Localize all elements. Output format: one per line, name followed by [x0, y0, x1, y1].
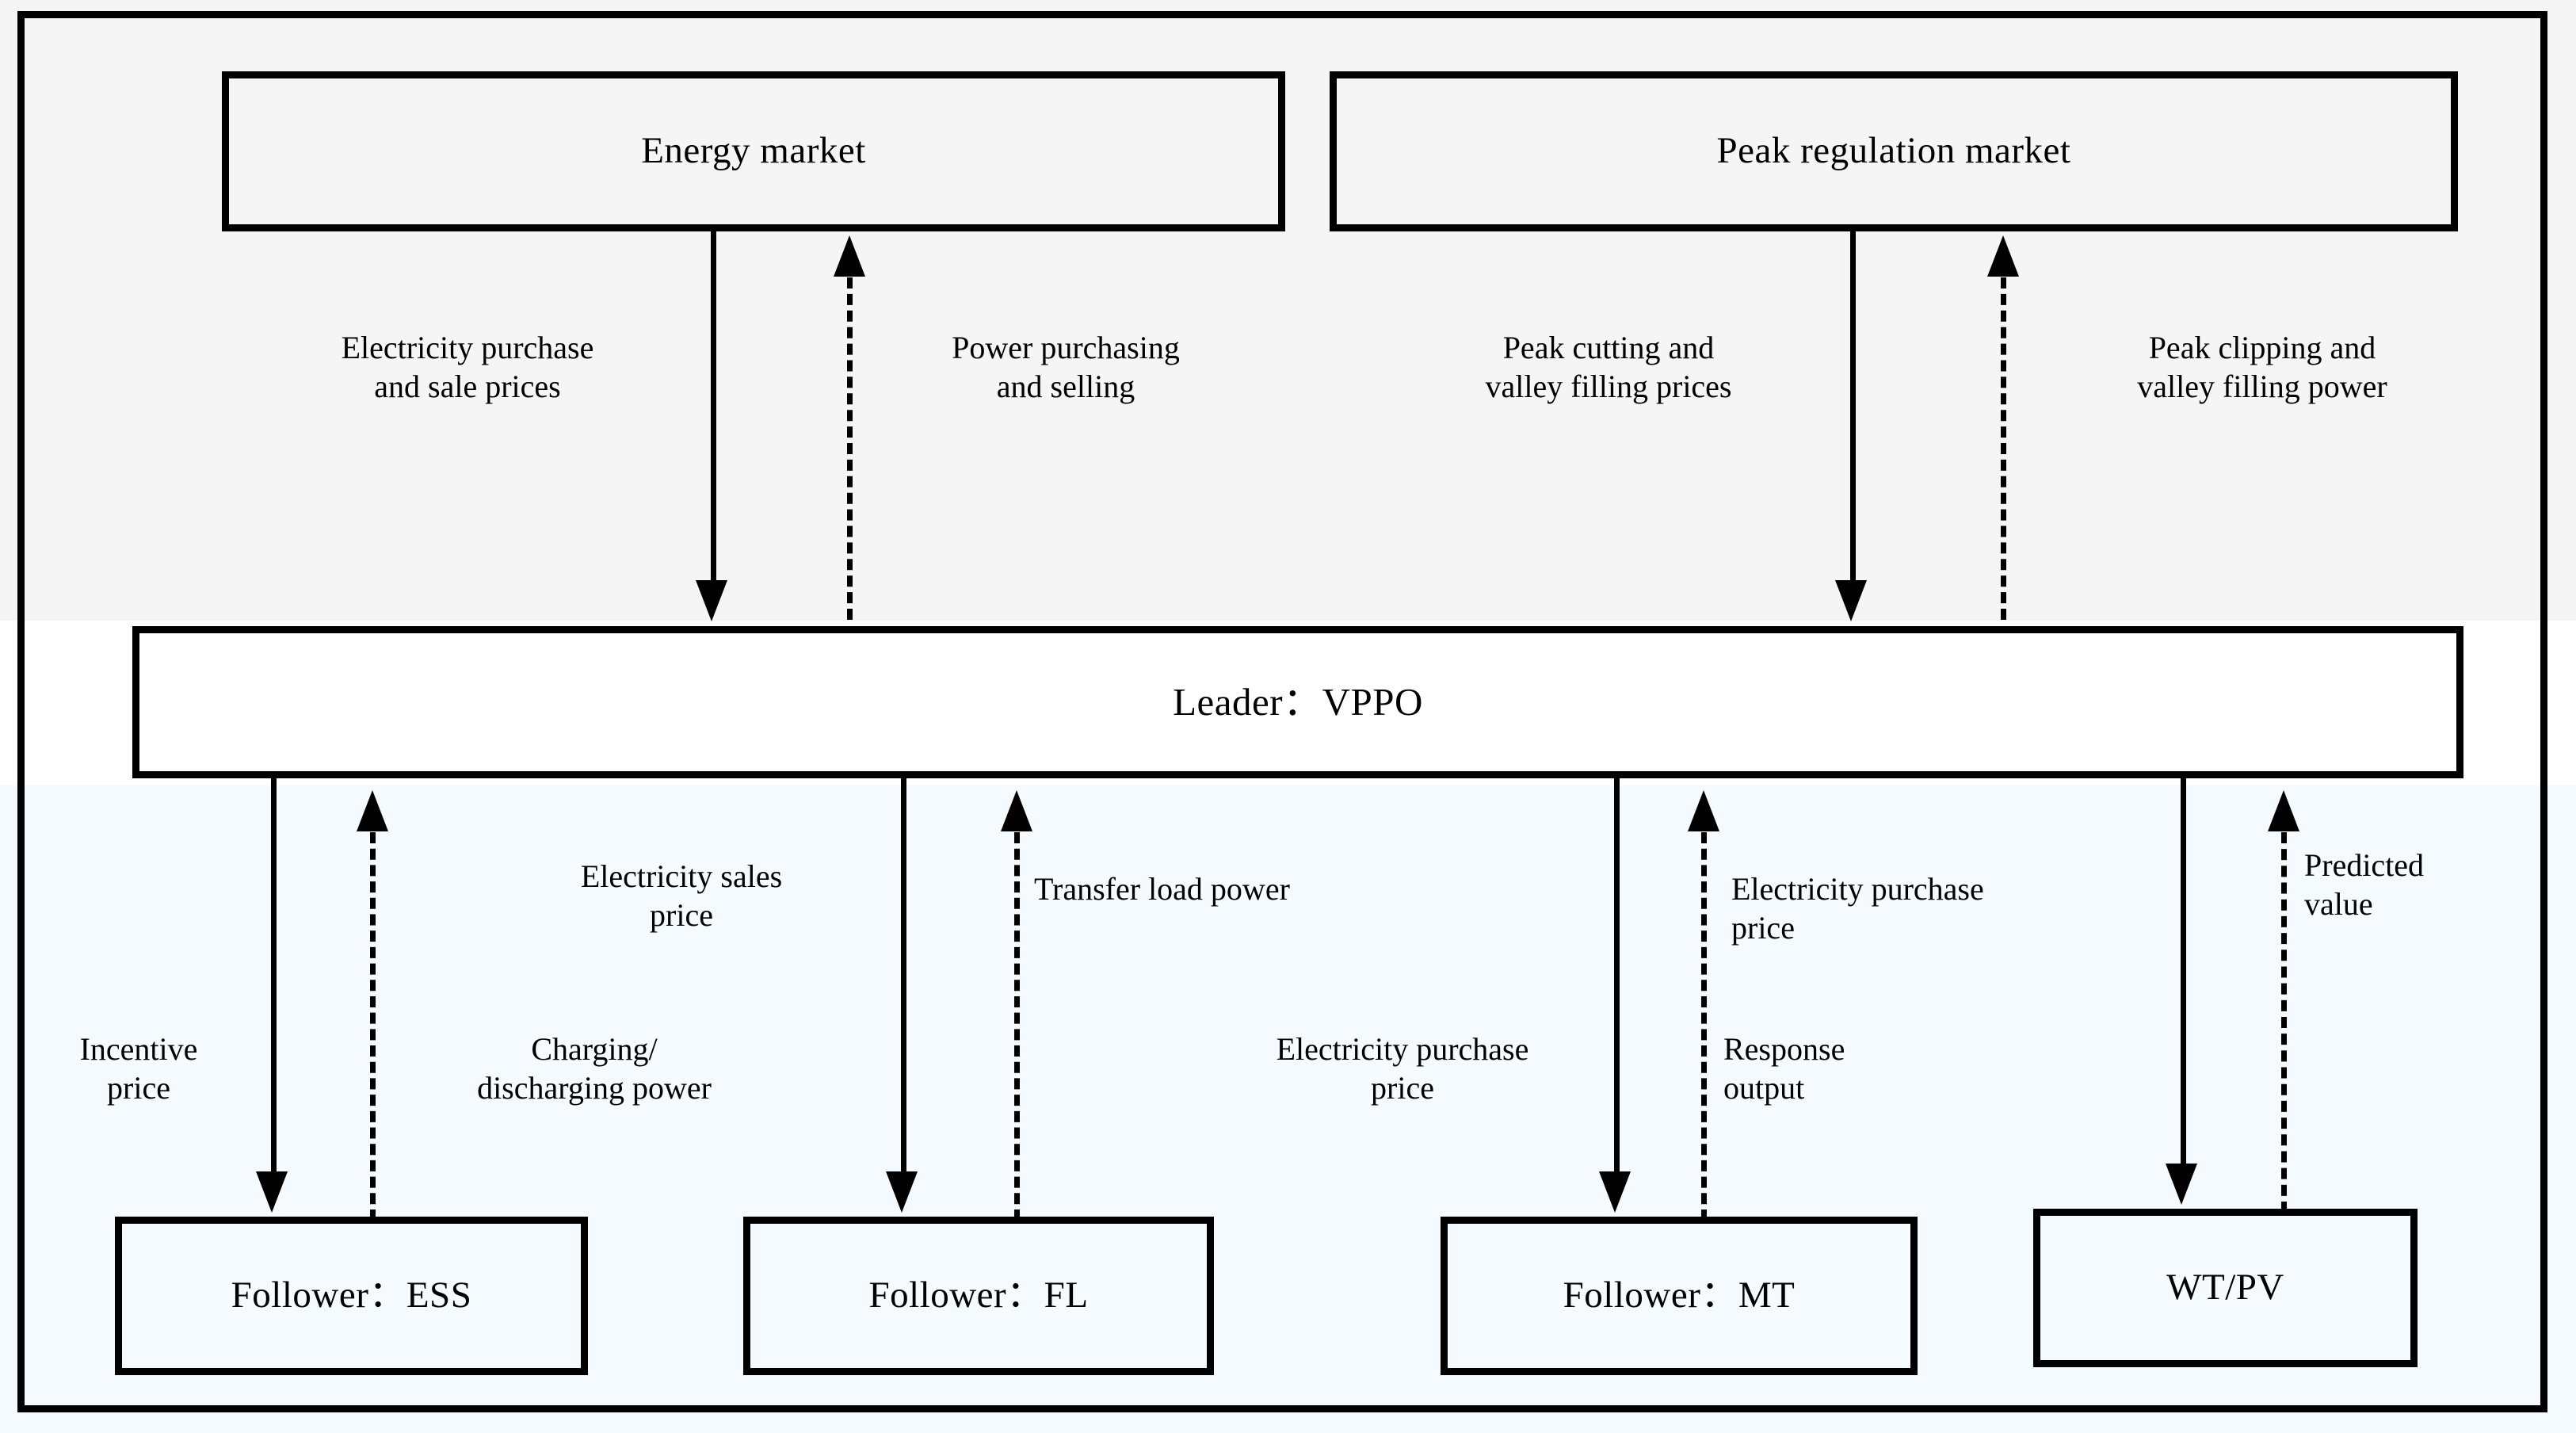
- edge-line-predicted-value: [2281, 832, 2287, 1213]
- edge-line-power-purchasing: [847, 277, 853, 620]
- node-leader-vppo[interactable]: Leader：VPPO: [132, 626, 2463, 778]
- edge-label-electricity-sales-price: Electricity sales price: [580, 858, 783, 933]
- arrowhead-down-incentive-price: [256, 1171, 288, 1213]
- edge-label-electricity-purchase-price-mt: Electricity purchase price: [1731, 871, 1984, 946]
- edge-line-electricity-sales-price: [901, 778, 906, 1184]
- node-peak-regulation-market-label: Peak regulation market: [1716, 130, 2071, 172]
- follower-layer-background: [0, 785, 2576, 1433]
- node-peak-regulation-market[interactable]: Peak regulation market: [1330, 71, 2458, 231]
- arrowhead-down-electricity-purchase-price-mt: [1599, 1171, 1631, 1213]
- edge-label-peak-clipping-valley-filling-power: Peak clipping and valley filling power: [2137, 330, 2387, 404]
- node-energy-market-label: Energy market: [641, 130, 866, 172]
- node-leader-vppo-label: Leader：VPPO: [1173, 680, 1423, 724]
- arrowhead-down-electricity-prices: [696, 580, 727, 621]
- edge-line-transfer-load-power: [1014, 832, 1020, 1221]
- arrowhead-up-charging-discharging-power: [357, 790, 388, 831]
- node-follower-ess-label: Follower：ESS: [231, 1274, 472, 1316]
- market-layer-background: [0, 0, 2576, 621]
- edge-label-electricity-purchase-sale-prices: Electricity purchase and sale prices: [341, 330, 594, 404]
- edge-line-electricity-purchase-price-wtpv: [2181, 778, 2186, 1176]
- edge-line-electricity-prices: [711, 231, 716, 592]
- arrowhead-up-predicted-value: [2268, 790, 2299, 831]
- node-follower-mt[interactable]: Follower：MT: [1441, 1217, 1918, 1375]
- node-energy-market[interactable]: Energy market: [222, 71, 1285, 231]
- node-wt-pv[interactable]: WT/PV: [2033, 1209, 2418, 1367]
- arrowhead-down-electricity-purchase-price-wtpv: [2166, 1164, 2197, 1205]
- edge-line-peak-cutting-prices: [1850, 231, 1856, 592]
- edge-line-response-output: [1701, 832, 1707, 1221]
- edge-label-response-output: Response output: [1723, 1031, 1845, 1106]
- edge-label-predicted-value: Predicted value: [2304, 847, 2425, 922]
- edge-label-charging-discharging-power: Charging/ discharging power: [477, 1031, 712, 1106]
- edge-label-peak-cutting-valley-filling-prices: Peak cutting and valley filling prices: [1485, 330, 1732, 404]
- diagram-outer-border: [17, 11, 2547, 1412]
- edge-line-charging-discharging-power: [370, 832, 376, 1221]
- node-follower-fl-label: Follower：FL: [868, 1274, 1089, 1316]
- arrowhead-up-response-output: [1688, 790, 1719, 831]
- edge-label-power-purchasing-selling: Power purchasing and selling: [952, 330, 1180, 404]
- node-wt-pv-label: WT/PV: [2166, 1267, 2284, 1309]
- arrowhead-down-electricity-sales-price: [886, 1171, 918, 1213]
- edge-line-peak-clipping-power: [2001, 277, 2006, 620]
- edge-line-incentive-price: [271, 778, 277, 1184]
- node-follower-mt-label: Follower：MT: [1563, 1274, 1796, 1316]
- arrowhead-up-power-purchasing: [834, 235, 865, 277]
- arrowhead-up-transfer-load-power: [1001, 790, 1032, 831]
- arrowhead-down-peak-cutting-prices: [1835, 580, 1867, 621]
- edge-label-electricity-purchase-price-fl: Electricity purchase price: [1276, 1031, 1529, 1106]
- edge-label-transfer-load-power: Transfer load power: [1034, 871, 1290, 907]
- edge-line-electricity-purchase-price-mt: [1614, 778, 1620, 1184]
- node-follower-ess[interactable]: Follower：ESS: [115, 1217, 588, 1375]
- arrowhead-up-peak-clipping-power: [1987, 235, 2019, 277]
- edge-label-incentive-price: Incentive price: [79, 1031, 198, 1106]
- node-follower-fl[interactable]: Follower：FL: [743, 1217, 1214, 1375]
